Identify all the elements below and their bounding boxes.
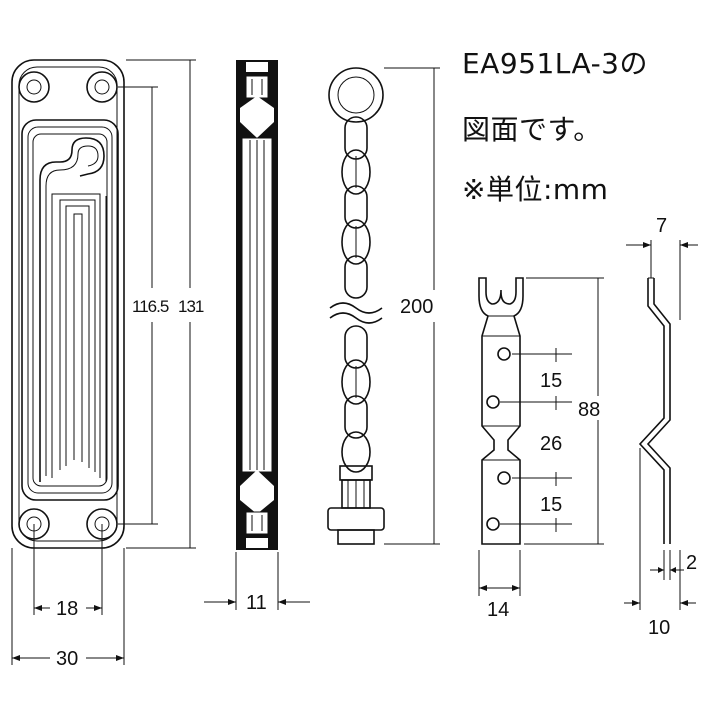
dimension-bracket-height: 88 <box>524 277 604 545</box>
dim-88-label: 88 <box>578 399 600 421</box>
dim-10-label: 10 <box>648 617 670 639</box>
dim-15-top-label: 15 <box>540 370 562 392</box>
dim-11-label: 11 <box>246 592 267 614</box>
chain-assembly <box>327 67 385 545</box>
screw-hole-top-right <box>86 71 118 103</box>
chain-bracket <box>478 277 524 545</box>
dim-200-label: 200 <box>400 296 433 318</box>
title-line-2: 図面です。 <box>462 113 602 146</box>
dimension-strip-offset: 7 <box>626 215 698 320</box>
dim-14-label: 14 <box>487 599 509 621</box>
bracket-hole-3 <box>497 471 511 485</box>
dimension-plate-width: 30 <box>11 548 125 670</box>
dimension-bracket-width: 14 <box>478 550 521 621</box>
strip-side-profile <box>638 277 671 544</box>
bracket-hole-2 <box>486 395 500 409</box>
dim-18-label: 18 <box>56 598 78 620</box>
dim-26-label: 26 <box>540 433 562 455</box>
title-line-3: ※単位:mm <box>462 173 609 206</box>
title-line-1: EA951LA-3の <box>462 47 648 80</box>
handle-plate-side-view <box>236 60 278 550</box>
dim-2-label: 2 <box>686 552 697 574</box>
dimension-strip-thickness: 2 <box>650 550 697 580</box>
dimension-hole-spacing: 18 <box>33 524 103 620</box>
dimension-chain-length: 200 <box>384 67 440 545</box>
screw-hole-top-left <box>18 71 50 103</box>
bracket-hole-4 <box>486 517 500 531</box>
dimension-side-thickness: 11 <box>204 552 310 614</box>
dim-7-label: 7 <box>656 215 667 237</box>
bracket-hole-1 <box>497 347 511 361</box>
dimension-bracket-holes: 15 26 15 <box>500 348 572 532</box>
handle-plate-front-view <box>11 59 125 549</box>
dim-30-label: 30 <box>56 648 78 670</box>
dim-131-label: 131 <box>178 297 204 316</box>
dimension-strip-depth: 10 <box>624 448 696 639</box>
dim-15-bottom-label: 15 <box>540 494 562 516</box>
dimension-plate-height: 116.5 131 <box>118 59 205 549</box>
dim-116-5-label: 116.5 <box>132 297 169 316</box>
